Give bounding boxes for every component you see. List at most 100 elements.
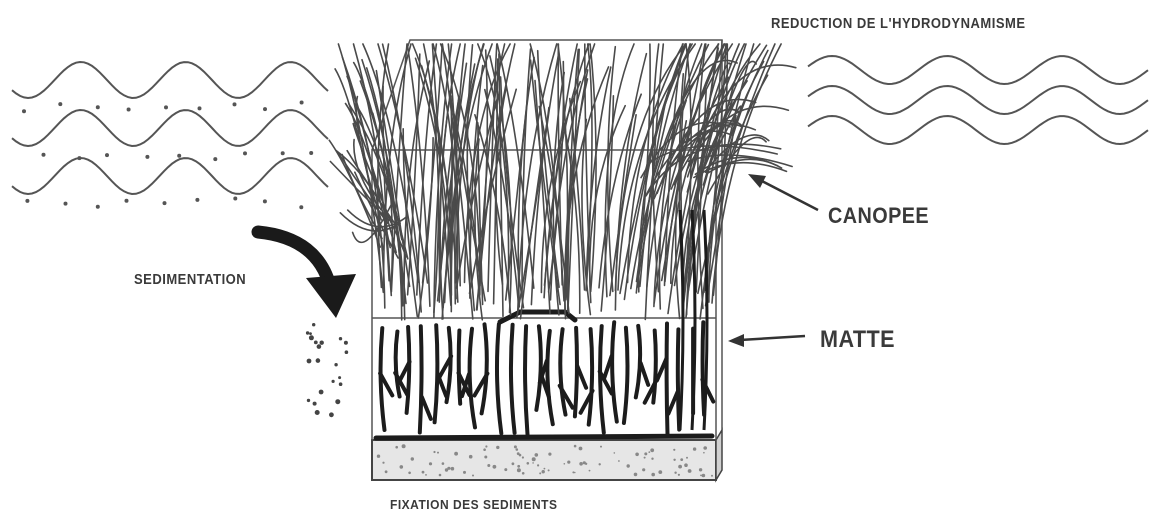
sediment-grain bbox=[658, 470, 662, 474]
falling-particle bbox=[315, 410, 320, 415]
wave-line bbox=[12, 62, 328, 98]
sediment-grain bbox=[614, 452, 616, 454]
sedimentation-label: SEDIMENTATION bbox=[134, 270, 246, 287]
falling-particle bbox=[307, 399, 310, 402]
particle bbox=[233, 102, 237, 106]
sediment-grain bbox=[702, 474, 706, 478]
rhizome bbox=[396, 332, 400, 397]
sediment-grain bbox=[532, 462, 534, 464]
sediment-grain bbox=[402, 444, 406, 448]
falling-particle bbox=[306, 331, 309, 334]
falling-sediment-particles bbox=[306, 323, 348, 417]
falling-particle bbox=[339, 382, 343, 386]
rhizome bbox=[547, 331, 552, 424]
sediment-grain bbox=[451, 467, 455, 471]
sediment-grain bbox=[519, 454, 522, 457]
falling-particle bbox=[334, 363, 337, 366]
sediment-grain bbox=[425, 474, 427, 476]
sediment-grain bbox=[472, 475, 474, 477]
sediment-grain bbox=[522, 456, 524, 458]
sediment-grain bbox=[537, 464, 539, 466]
rhizome bbox=[420, 326, 422, 432]
sediment-grain bbox=[703, 452, 705, 454]
sediment-grain bbox=[618, 460, 620, 462]
rhizome bbox=[624, 328, 628, 423]
wave-line bbox=[808, 116, 1148, 144]
sediment-grain bbox=[442, 462, 445, 465]
sediment-grain bbox=[699, 468, 702, 471]
sediment-grain bbox=[693, 447, 696, 450]
sediment-grain bbox=[522, 472, 525, 475]
sediment-grain bbox=[469, 455, 472, 458]
sediment-grain bbox=[454, 452, 458, 456]
sediment-grain bbox=[684, 463, 688, 467]
particle bbox=[164, 105, 168, 109]
sediment-grain bbox=[648, 451, 650, 453]
sediment-grain bbox=[535, 453, 539, 457]
particle bbox=[58, 102, 62, 106]
sediment-grain bbox=[634, 473, 638, 477]
sediment-grain bbox=[711, 475, 713, 477]
sediment-grain bbox=[516, 448, 519, 451]
particle bbox=[300, 101, 304, 105]
sediment-grain bbox=[644, 457, 646, 459]
rhizome bbox=[497, 324, 501, 433]
sediment-grain bbox=[493, 465, 497, 469]
sediment-grain bbox=[567, 461, 570, 464]
falling-particle bbox=[339, 337, 342, 340]
sediment-grain bbox=[680, 458, 683, 461]
rhizome bbox=[680, 210, 683, 430]
rhizome bbox=[459, 331, 460, 404]
rhizome-branch bbox=[422, 397, 431, 419]
rhizome bbox=[525, 326, 527, 434]
sediment-grain bbox=[544, 468, 546, 470]
sediment-grain bbox=[382, 462, 384, 464]
sediment-grain bbox=[400, 465, 404, 469]
rhizome bbox=[482, 324, 487, 413]
wave-line bbox=[808, 56, 1148, 84]
matte-pointer-arrow bbox=[728, 334, 805, 347]
falling-particle bbox=[314, 341, 318, 345]
sediment-grain bbox=[517, 468, 521, 472]
sediment-grain bbox=[512, 462, 515, 465]
particle bbox=[42, 153, 46, 157]
sediment-grain bbox=[703, 446, 707, 450]
particle bbox=[213, 157, 217, 161]
sediment-grain bbox=[583, 461, 586, 464]
rhizome bbox=[470, 329, 475, 428]
sediment-grain bbox=[650, 448, 654, 452]
sediment-grain bbox=[579, 447, 583, 451]
particle bbox=[25, 199, 29, 203]
particle bbox=[127, 108, 131, 112]
falling-particle bbox=[345, 350, 349, 354]
sediment-grain bbox=[644, 452, 647, 455]
wave-line bbox=[12, 158, 328, 194]
sediment-grain bbox=[548, 469, 550, 471]
rhizome bbox=[703, 322, 705, 415]
sediment-grain bbox=[642, 468, 645, 471]
rhizome bbox=[704, 210, 707, 430]
sediment-grain bbox=[437, 452, 439, 454]
falling-particle bbox=[309, 332, 312, 335]
sediment-grain bbox=[627, 464, 630, 467]
sediment-grain bbox=[445, 468, 448, 471]
sediment-grain bbox=[514, 445, 517, 448]
sediment-grain bbox=[542, 470, 545, 473]
sediment-grain bbox=[487, 464, 490, 467]
rhizome bbox=[612, 322, 617, 421]
sediment-grain bbox=[463, 471, 466, 474]
sediment-grain bbox=[517, 465, 520, 468]
falling-particle bbox=[332, 380, 335, 383]
canopy-leaves bbox=[329, 44, 796, 320]
falling-particle bbox=[309, 335, 314, 340]
particle bbox=[195, 198, 199, 202]
sediment-grain bbox=[600, 446, 602, 448]
falling-particle bbox=[316, 358, 321, 363]
sediment-grain bbox=[377, 455, 380, 458]
sediment-grain bbox=[422, 471, 425, 474]
canopee-pointer-arrow bbox=[748, 174, 818, 210]
particle bbox=[96, 105, 100, 109]
sediment-grain bbox=[429, 462, 432, 465]
canopee-label: CANOPEE bbox=[828, 203, 929, 229]
sediment-grain bbox=[651, 458, 653, 460]
